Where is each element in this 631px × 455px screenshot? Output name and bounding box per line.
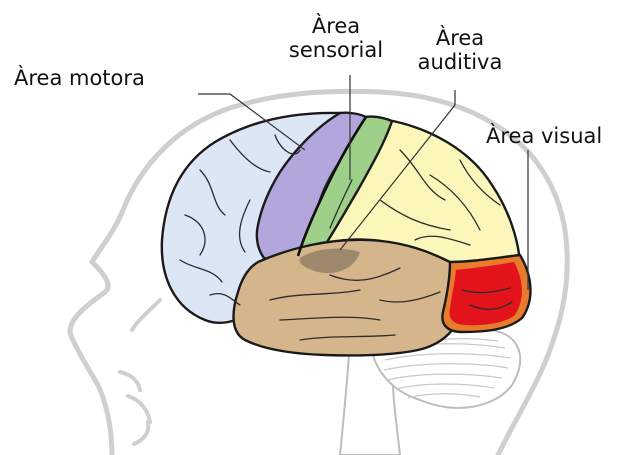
visual-area <box>450 262 522 325</box>
label-area-auditiva-line1: Àrea <box>405 26 515 50</box>
label-area-sensorial-line1: Àrea <box>282 14 390 38</box>
label-area-sensorial-line2: sensorial <box>282 38 390 62</box>
label-area-visual: Àrea visual <box>486 124 602 148</box>
label-area-motora: Àrea motora <box>14 66 145 90</box>
label-area-auditiva: Àrea auditiva <box>405 26 515 74</box>
label-area-sensorial: Àrea sensorial <box>282 14 390 62</box>
label-area-auditiva-line2: auditiva <box>405 50 515 74</box>
